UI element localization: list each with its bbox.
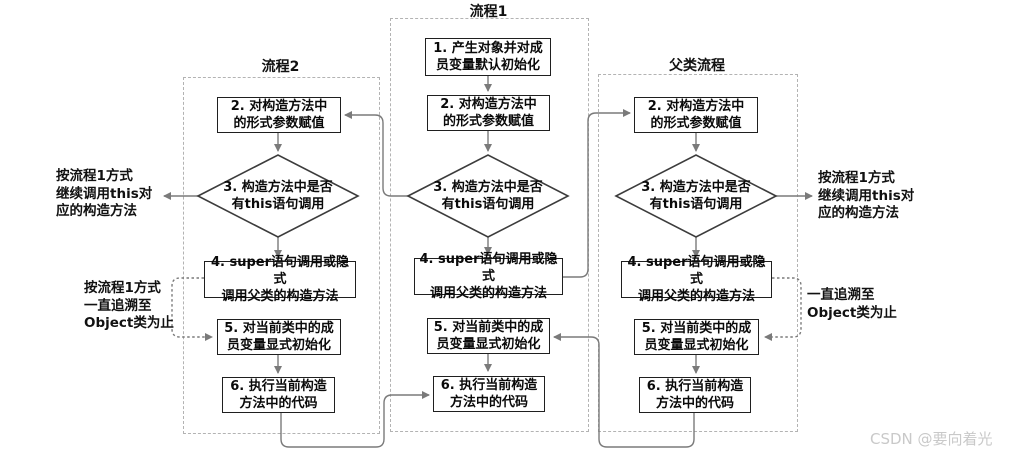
parent-title: 父类流程 bbox=[669, 58, 725, 74]
diamond-p2-step3 bbox=[196, 154, 360, 238]
left-object-note: 按流程1方式 一直追溯至 Object类为止 bbox=[84, 280, 174, 331]
process2-title: 流程2 bbox=[261, 59, 300, 75]
right-object-note: 一直追溯至 Object类为止 bbox=[807, 287, 897, 321]
p2-step2-box: 2. 对构造方法中 的形式参数赋值 bbox=[217, 97, 341, 133]
parent-step4-box: 4. super语句调用或隐式 调用父类的构造方法 bbox=[621, 255, 772, 304]
p1-step5-box: 5. 对当前类中的成 员变量显式初始化 bbox=[427, 318, 550, 354]
diamond-parent-step3 bbox=[614, 154, 778, 238]
p2-step6-box: 6. 执行当前构造 方法中的代码 bbox=[222, 377, 335, 413]
arrow-p2-step6-to-p1-step6 bbox=[280, 391, 430, 448]
diamond-p1-step3 bbox=[406, 154, 570, 238]
process1-title: 流程1 bbox=[469, 4, 508, 20]
left-this-note: 按流程1方式 继续调用this对 应的构造方法 bbox=[56, 168, 153, 219]
p1-step6-box: 6. 执行当前构造 方法中的代码 bbox=[433, 376, 545, 412]
parent-step6-box: 6. 执行当前构造 方法中的代码 bbox=[639, 377, 751, 413]
p2-step5-box: 5. 对当前类中的成 员变量显式初始化 bbox=[217, 319, 341, 355]
dashed-arrow-p2-step4-to-p2-step5 bbox=[171, 277, 213, 341]
dashed-arrow-parent-step4-to-parent-step5 bbox=[764, 277, 802, 341]
parent-step5-box: 5. 对当前类中的成 员变量显式初始化 bbox=[634, 319, 759, 355]
p1-step3-diamond-label: 3. 构造方法中是否 有this语句调用 bbox=[433, 180, 543, 212]
parent-step2-box: 2. 对构造方法中 的形式参数赋值 bbox=[634, 97, 758, 133]
csdn-watermark: CSDN @要向着光 bbox=[870, 430, 993, 448]
p1-step1-box: 1. 产生对象并对成 员变量默认初始化 bbox=[425, 38, 551, 76]
arrow-parent-step6-to-p1-step5 bbox=[553, 333, 695, 448]
right-this-note: 按流程1方式 继续调用this对 应的构造方法 bbox=[818, 170, 915, 221]
p1-step4-box: 4. super语句调用或隐式 调用父类的构造方法 bbox=[414, 252, 563, 301]
parent-step3-diamond-label: 3. 构造方法中是否 有this语句调用 bbox=[641, 180, 751, 212]
arrow-p1-diamond-to-p2-step2 bbox=[344, 111, 408, 197]
p2-step3-diamond-label: 3. 构造方法中是否 有this语句调用 bbox=[223, 180, 333, 212]
arrow-p1-step4-to-parent-step2 bbox=[563, 109, 631, 278]
parent-frame bbox=[598, 74, 798, 432]
p1-step2-box: 2. 对构造方法中 的形式参数赋值 bbox=[427, 95, 550, 131]
p2-step4-box: 4. super语句调用或隐式 调用父类的构造方法 bbox=[204, 255, 356, 304]
